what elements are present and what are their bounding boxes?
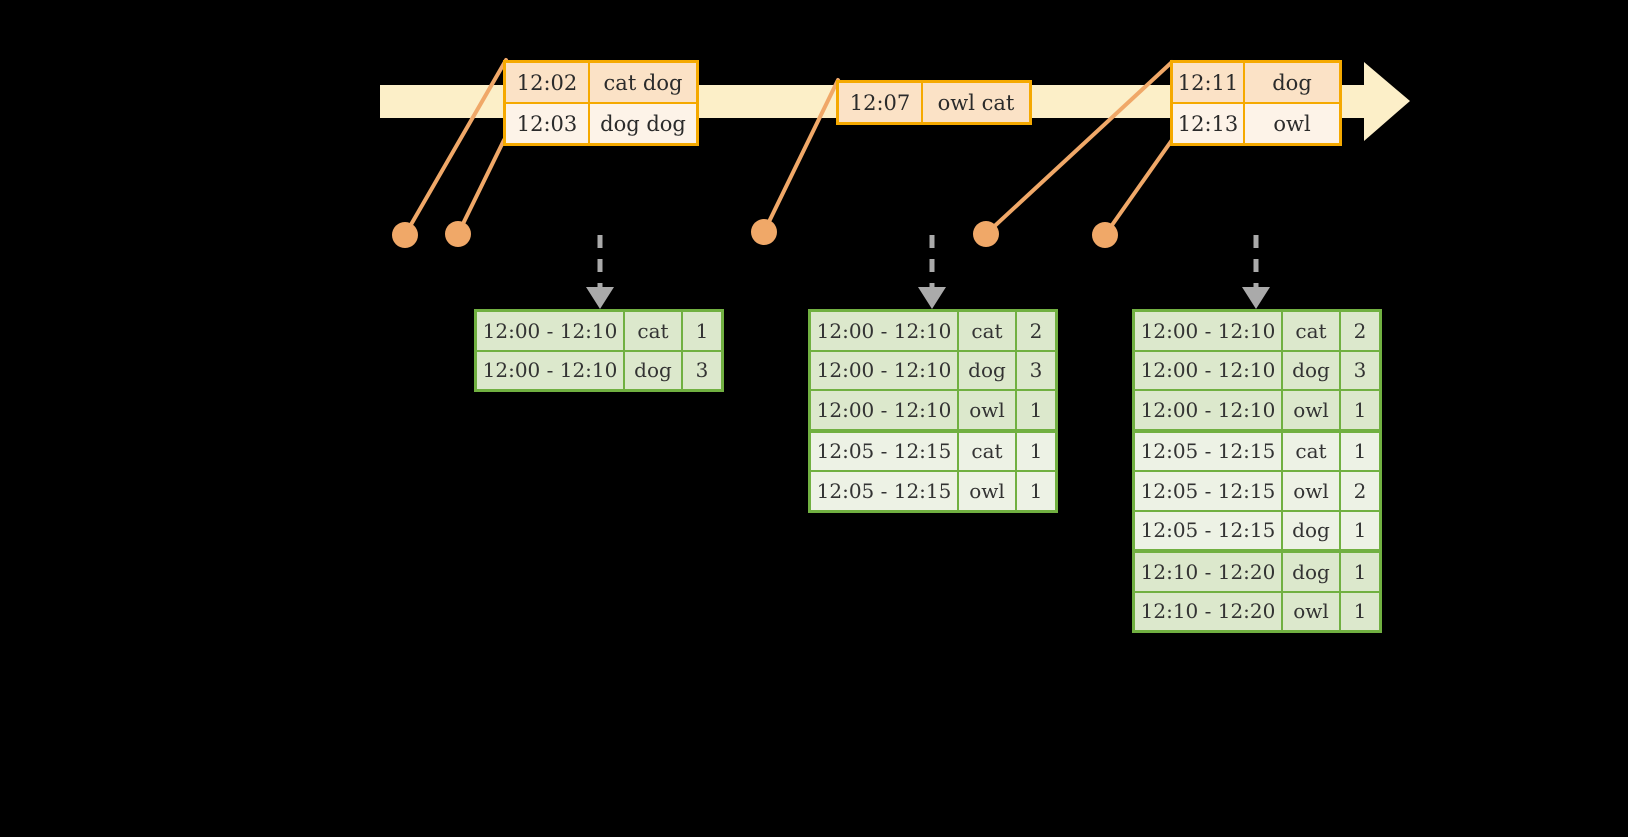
cell-window: 12:00 - 12:10 bbox=[477, 312, 625, 350]
event-words: dog bbox=[1272, 70, 1312, 95]
event-time: 12:11 bbox=[1173, 63, 1245, 102]
cell-window: 12:05 - 12:15 bbox=[1135, 511, 1283, 549]
cell-count: 1 bbox=[1353, 397, 1367, 422]
cell-count: 3 bbox=[1029, 358, 1043, 383]
cell-word: owl bbox=[1283, 592, 1341, 630]
event-row[interactable]: 12:11 dog bbox=[1173, 63, 1339, 102]
event-time: 12:03 bbox=[506, 104, 590, 143]
cell-word: cat bbox=[1283, 312, 1341, 350]
cell-word: owl bbox=[1283, 391, 1341, 429]
cell-word: owl bbox=[959, 472, 1017, 510]
cell-word: dog bbox=[1283, 511, 1341, 549]
cell-count: 1 bbox=[1353, 599, 1367, 624]
cell-count: 3 bbox=[1353, 358, 1367, 383]
cell-count: 1 bbox=[1029, 478, 1043, 503]
cell-count: 1 bbox=[1353, 439, 1367, 464]
cell-word: cat bbox=[1283, 432, 1341, 470]
event-time: 12:13 bbox=[1173, 104, 1245, 143]
event-row[interactable]: 12:13 owl bbox=[1173, 102, 1339, 143]
cell-window: 12:05 - 12:15 bbox=[1135, 432, 1283, 470]
event-row[interactable]: 12:07 owl cat bbox=[839, 83, 1029, 122]
connector-dots bbox=[392, 219, 1118, 248]
cell-window: 12:00 - 12:10 bbox=[1135, 351, 1283, 389]
cell-window: 12:00 - 12:10 bbox=[811, 391, 959, 429]
cell-count: 1 bbox=[1353, 559, 1367, 584]
cell-word: cat bbox=[959, 432, 1017, 470]
connector-dot-1 bbox=[392, 222, 418, 248]
flow-arrow-heads bbox=[586, 287, 1270, 309]
cell-window: 12:10 - 12:20 bbox=[1135, 592, 1283, 630]
event-time: 12:07 bbox=[839, 83, 923, 122]
cell-window: 12:00 - 12:10 bbox=[811, 312, 959, 350]
connector-dot-4 bbox=[973, 221, 999, 247]
cell-count: 2 bbox=[1353, 478, 1367, 503]
cell-window: 12:00 - 12:10 bbox=[477, 351, 625, 389]
cell-word: dog bbox=[1283, 553, 1341, 591]
connector-dot-2 bbox=[445, 221, 471, 247]
cell-word: dog bbox=[959, 351, 1017, 389]
cell-word: owl bbox=[959, 391, 1017, 429]
event-words: owl cat bbox=[937, 90, 1015, 115]
flow-arrows bbox=[597, 235, 1259, 290]
event-box-1[interactable]: 12:02 cat dog 12:03 dog dog bbox=[503, 60, 699, 146]
cell-count: 1 bbox=[1353, 518, 1367, 543]
cell-window: 12:00 - 12:10 bbox=[811, 351, 959, 389]
flow-arrow-1-head bbox=[586, 287, 614, 309]
connector-dot-5 bbox=[1092, 222, 1118, 248]
event-box-3[interactable]: 12:11 dog 12:13 owl bbox=[1170, 60, 1342, 146]
cell-word: dog bbox=[625, 351, 683, 389]
cell-count: 1 bbox=[695, 318, 709, 343]
flow-arrow-2-head bbox=[918, 287, 946, 309]
cell-count: 2 bbox=[1353, 318, 1367, 343]
event-words: owl bbox=[1273, 111, 1311, 136]
cell-window: 12:05 - 12:15 bbox=[811, 472, 959, 510]
flow-arrow-3-head bbox=[1242, 287, 1270, 309]
event-row[interactable]: 12:03 dog dog bbox=[506, 102, 696, 143]
cell-word: owl bbox=[1283, 472, 1341, 510]
cell-window: 12:00 - 12:10 bbox=[1135, 312, 1283, 350]
cell-window: 12:05 - 12:15 bbox=[811, 432, 959, 470]
cell-count: 3 bbox=[695, 358, 709, 383]
cell-window: 12:00 - 12:10 bbox=[1135, 391, 1283, 429]
connector-dot-3 bbox=[751, 219, 777, 245]
cell-window: 12:10 - 12:20 bbox=[1135, 553, 1283, 591]
cell-count: 2 bbox=[1029, 318, 1043, 343]
event-words: cat dog bbox=[603, 70, 683, 95]
cell-word: cat bbox=[959, 312, 1017, 350]
cell-word: dog bbox=[1283, 351, 1341, 389]
cell-window: 12:05 - 12:15 bbox=[1135, 472, 1283, 510]
event-box-2[interactable]: 12:07 owl cat bbox=[836, 80, 1032, 125]
cell-word: cat bbox=[625, 312, 683, 350]
event-row[interactable]: 12:02 cat dog bbox=[506, 63, 696, 102]
cell-count: 1 bbox=[1029, 439, 1043, 464]
event-words: dog dog bbox=[600, 111, 686, 136]
event-time: 12:02 bbox=[506, 63, 590, 102]
cell-count: 1 bbox=[1029, 397, 1043, 422]
